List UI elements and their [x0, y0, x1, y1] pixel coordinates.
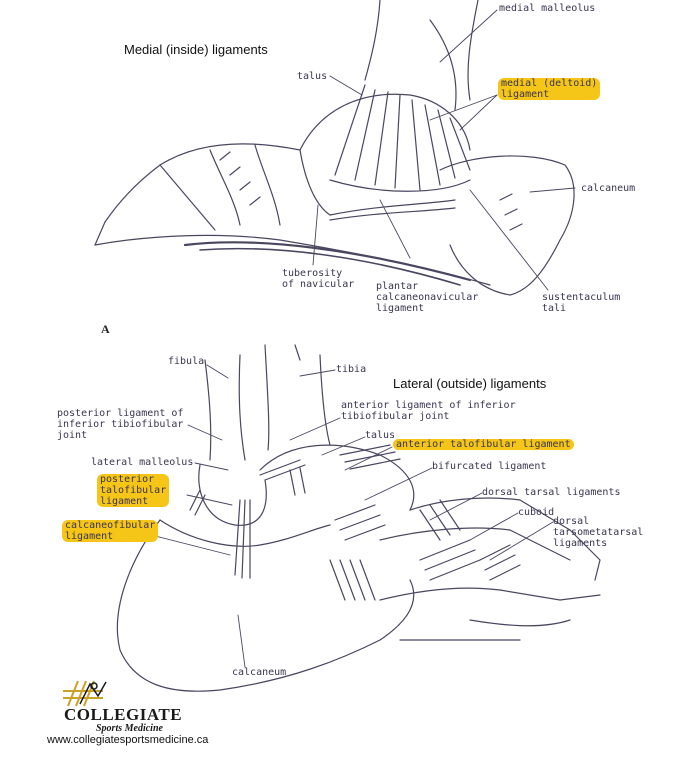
logo-name: COLLEGIATE: [64, 705, 183, 724]
label-medial-deltoid-ligament: medial (deltoid) ligament: [498, 78, 601, 100]
label-anterior-tibiofibular: anterior ligament of inferior tibiofibul…: [341, 400, 516, 422]
label-talus-medial: talus: [297, 71, 328, 82]
label-anterior-talofibular-ligament: anterior talofibular ligament: [393, 439, 574, 450]
collegiate-logo-icon: [63, 680, 107, 707]
website-url: www.collegiatesportsmedicine.ca: [47, 734, 209, 746]
label-calcaneofibular-ligament: calcaneofibular ligament: [62, 520, 159, 542]
label-bifurcated-ligament: bifurcated ligament: [432, 461, 547, 472]
label-talus-lateral: talus: [365, 430, 396, 441]
label-medial-malleolus: medial malleolus: [499, 3, 596, 14]
medial-foot-drawing: [94, 0, 575, 296]
label-lateral-malleolus: lateral malleolus: [91, 457, 194, 468]
label-dorsal-tarsometatarsal-ligaments: dorsal tarsometatarsal ligaments: [553, 516, 644, 549]
medial-leader-lines: [312, 9, 576, 291]
logo-subtitle: Sports Medicine: [96, 723, 163, 734]
label-fibula: fibula: [168, 356, 205, 367]
label-posterior-tibiofibular: posterior ligament of inferior tibiofibu…: [57, 408, 184, 441]
lateral-diagram-title: Lateral (outside) ligaments: [393, 376, 547, 391]
lateral-foot-drawing: [116, 344, 601, 692]
medial-diagram-title: Medial (inside) ligaments: [124, 42, 268, 57]
label-tibia: tibia: [336, 364, 367, 375]
lateral-leader-lines: [119, 364, 554, 668]
label-posterior-talofibular-ligament: posterior talofibular ligament: [97, 474, 170, 507]
label-cuboid: cuboid: [518, 507, 555, 518]
label-sustentaculum-tali: sustentaculum tali: [542, 292, 621, 314]
label-tuberosity-of-navicular: tuberosity of navicular: [282, 268, 355, 290]
label-calcaneum-lateral: calcaneum: [232, 667, 287, 678]
panel-letter-a: A: [101, 322, 110, 336]
label-dorsal-tarsal-ligaments: dorsal tarsal ligaments: [482, 487, 621, 498]
label-calcaneum-medial: calcaneum: [581, 183, 636, 194]
label-plantar-calcaneonavicular-ligament: plantar calcaneonavicular ligament: [376, 281, 479, 314]
